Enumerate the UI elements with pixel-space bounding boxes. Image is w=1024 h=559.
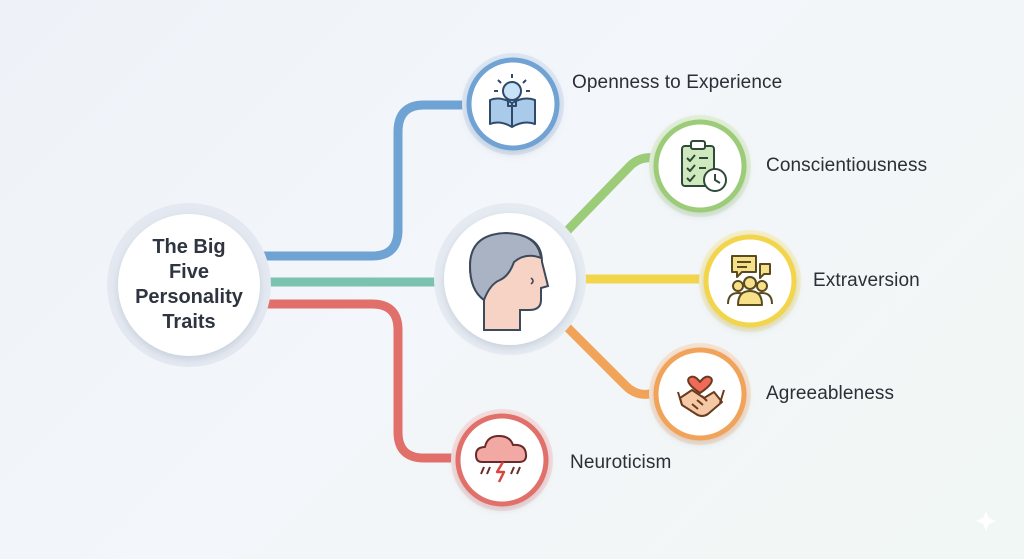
title-node [107, 203, 271, 367]
head-profile-icon [468, 231, 550, 331]
chat-people-icon [727, 255, 773, 306]
neuroticism-node [451, 409, 553, 511]
openness-node [462, 53, 564, 155]
conscientiousness-node [649, 115, 751, 217]
connector-openness [257, 100, 475, 261]
sparkle-icon [976, 511, 996, 531]
lightbulb-book-icon [489, 74, 536, 128]
handshake-heart-icon [677, 375, 725, 417]
label-conscientiousness: Conscientiousness [766, 155, 928, 176]
label-neuroticism: Neuroticism [570, 452, 672, 473]
connector-conscientiousness [561, 153, 660, 237]
connectors [257, 100, 717, 463]
label-openness: Openness to Experience [572, 72, 783, 93]
clipboard-clock-icon [681, 140, 727, 192]
agreeableness-node [649, 343, 751, 445]
label-extraversion: Extraversion [813, 270, 920, 291]
storm-cloud-icon [475, 435, 528, 483]
hub-node [434, 203, 586, 355]
connector-agreeableness [561, 321, 655, 399]
page-title: The Big Five Personality Traits [135, 236, 243, 333]
label-agreeableness: Agreeableness [766, 383, 895, 404]
connector-neuroticism [257, 299, 460, 463]
extraversion-node [699, 230, 801, 332]
